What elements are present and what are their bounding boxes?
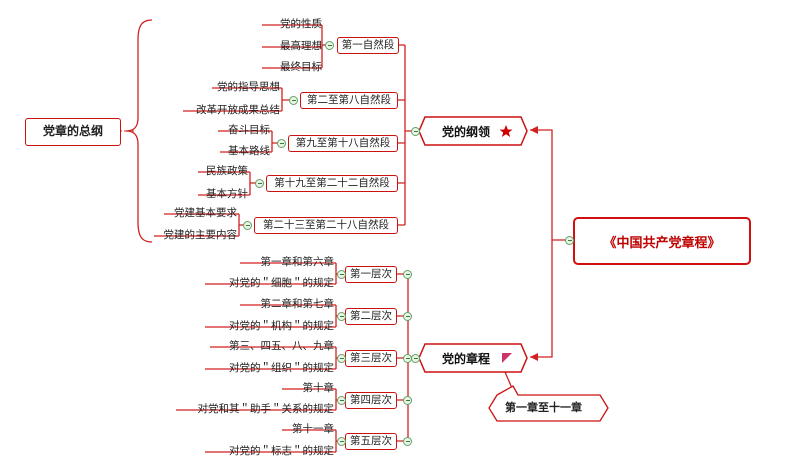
leaf-item[interactable]: 基本方针 (206, 188, 248, 200)
leaf-item[interactable]: 第三、四五、八、九章 (229, 340, 334, 352)
collapse-toggle-zhangcheng[interactable] (411, 354, 420, 363)
connector-section4-children (198, 171, 256, 196)
collapse-toggle-section-1[interactable] (325, 41, 334, 50)
connector-section2-children (183, 87, 291, 112)
leaf-item[interactable]: 对党的＂细胞＂的规定 (229, 277, 334, 289)
level-node-2[interactable]: 第二层次 (345, 308, 397, 325)
leaf-item[interactable]: 党的性质 (280, 18, 322, 30)
star-icon (499, 125, 513, 137)
summary-label: 党章的总纲 (42, 124, 103, 138)
leaf-item[interactable]: 第十一章 (292, 423, 334, 435)
leaf-item[interactable]: 民族政策 (206, 165, 248, 177)
section-node-5[interactable]: 第二十三至第二十八自然段 (254, 217, 398, 234)
branch-zhangcheng-label: 党的章程 (441, 351, 490, 366)
branch-gangling[interactable]: 党的纲领 (418, 116, 528, 146)
connector-gangling-sections (395, 44, 405, 226)
level-label: 第三层次 (350, 352, 392, 364)
leaf-item[interactable]: 最终目标 (280, 61, 322, 73)
connector-note (504, 371, 516, 396)
leaf-item[interactable]: 党建的主要内容 (163, 229, 238, 241)
section-label: 第二十三至第二十八自然段 (263, 219, 389, 231)
collapse-toggle-section-3[interactable] (277, 139, 286, 148)
leaf-item[interactable]: 对党的＂标志＂的规定 (229, 445, 334, 457)
leaf-item[interactable]: 对党和其＂助手＂关系的规定 (197, 403, 335, 415)
collapse-toggle-level-2[interactable] (403, 312, 412, 321)
leaf-item[interactable]: 奋斗目标 (228, 124, 270, 136)
leaf-item[interactable]: 最高理想 (280, 40, 322, 52)
collapse-toggle-level-3[interactable] (403, 354, 412, 363)
collapse-toggle-section-5[interactable] (243, 221, 252, 230)
section-node-4[interactable]: 第十九至第二十二自然段 (266, 175, 398, 192)
flag-icon (502, 353, 512, 363)
level-node-1[interactable]: 第一层次 (345, 266, 397, 283)
collapse-toggle-level-4-children[interactable] (337, 396, 346, 405)
level-label: 第一层次 (350, 268, 392, 280)
root-label: 《中国共产党章程》 (603, 235, 721, 251)
collapse-toggle-gangling[interactable] (411, 127, 420, 136)
collapse-toggle-level-1[interactable] (403, 270, 412, 279)
branch-zhangcheng[interactable]: 党的章程 (418, 343, 528, 373)
leaf-item[interactable]: 改革开放成果总结 (196, 104, 280, 116)
level-node-4[interactable]: 第四层次 (345, 392, 397, 409)
section-node-1[interactable]: 第一自然段 (337, 37, 399, 54)
leaf-item[interactable]: 党建基本要求 (174, 207, 237, 219)
section-label: 第九至第十八自然段 (295, 137, 391, 149)
section-label: 第十九至第二十二自然段 (274, 177, 390, 189)
collapse-toggle-level-2-children[interactable] (337, 312, 346, 321)
level-label: 第五层次 (350, 435, 392, 447)
level-node-5[interactable]: 第五层次 (345, 433, 397, 450)
note-text: 第一章至十一章 (505, 401, 582, 414)
connector-root-gangling (530, 129, 573, 241)
section-label: 第一自然段 (341, 39, 395, 51)
branch-gangling-label: 党的纲领 (441, 124, 490, 139)
root-node[interactable]: 《中国共产党章程》 (573, 217, 751, 265)
leaf-item[interactable]: 对党的＂机构＂的规定 (229, 320, 334, 332)
collapse-toggle-level-5[interactable] (403, 437, 412, 446)
leaf-item[interactable]: 第二章和第七章 (260, 298, 335, 310)
connector-section5-children (154, 213, 245, 237)
collapse-toggle-root[interactable] (565, 236, 574, 245)
section-node-2[interactable]: 第二至第八自然段 (300, 92, 398, 109)
collapse-toggle-level-1-children[interactable] (337, 270, 346, 279)
level-label: 第四层次 (350, 394, 392, 406)
leaf-item[interactable]: 第十章 (302, 382, 335, 394)
leaf-item[interactable]: 第一章和第六章 (260, 256, 335, 268)
collapse-toggle-level-4[interactable] (403, 396, 412, 405)
collapse-toggle-level-5-children[interactable] (337, 437, 346, 446)
section-label: 第二至第八自然段 (307, 94, 391, 106)
connector-section3-children (218, 130, 279, 153)
collapse-toggle-section-2[interactable] (289, 96, 298, 105)
leaf-item[interactable]: 对党的＂组织＂的规定 (229, 362, 334, 374)
collapse-toggle-level-3-children[interactable] (337, 354, 346, 363)
summary-node[interactable]: 党章的总纲 (25, 118, 121, 146)
leaf-item[interactable]: 基本路线 (228, 145, 270, 157)
level-label: 第二层次 (350, 310, 392, 322)
collapse-toggle-section-4[interactable] (255, 179, 264, 188)
leaf-item[interactable]: 党的指导思想 (217, 81, 280, 93)
connector-root-zhangcheng (530, 240, 553, 358)
level-node-3[interactable]: 第三层次 (345, 350, 397, 367)
section-node-3[interactable]: 第九至第十八自然段 (288, 135, 398, 152)
